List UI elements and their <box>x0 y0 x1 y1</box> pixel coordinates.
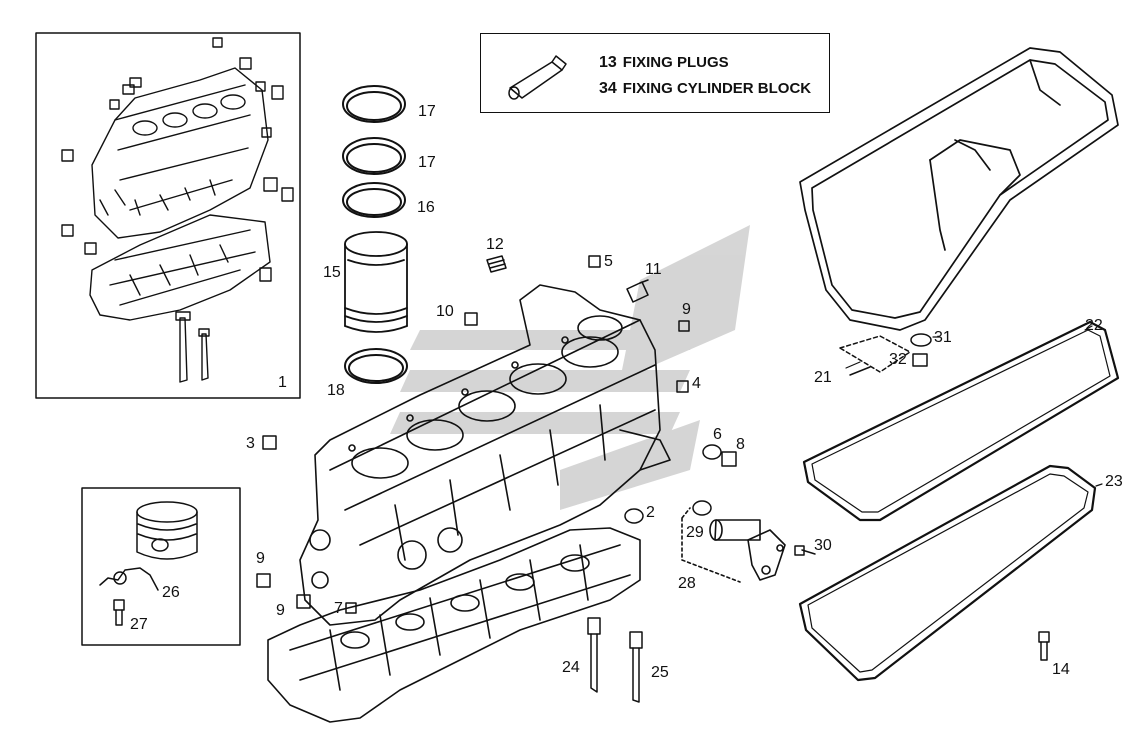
plug-11 <box>626 279 649 303</box>
gasket-23 <box>798 464 1097 682</box>
ring-17-top <box>342 85 406 123</box>
ring-18 <box>344 348 408 384</box>
plug-8 <box>721 451 737 467</box>
callout-17-bottom: 17 <box>418 154 436 171</box>
callout-7: 7 <box>334 600 343 617</box>
pipe-28 <box>681 507 786 583</box>
bolt-24 <box>587 617 601 693</box>
callout-22: 22 <box>1085 317 1103 334</box>
kit-engine-lower-icon <box>89 214 271 321</box>
legend-plug-icon <box>508 55 567 100</box>
callout-1: 1 <box>278 374 287 391</box>
callout-6: 6 <box>713 426 722 443</box>
callout-26: 26 <box>162 584 180 601</box>
cylinder-block <box>299 284 671 626</box>
bolt-14 <box>1038 631 1050 661</box>
callout-24: 24 <box>562 659 580 676</box>
callout-30: 30 <box>814 537 832 554</box>
callout-9-left: 9 <box>256 550 265 567</box>
callout-31: 31 <box>934 329 952 346</box>
bolt-30 <box>794 545 816 556</box>
callout-29: 29 <box>686 524 704 541</box>
legend-row-fixing-cylinder-block: 34 FIXING CYLINDER BLOCK <box>599 80 811 98</box>
plug-5 <box>588 255 601 268</box>
legend-number: 34 <box>599 80 617 97</box>
plug-10 <box>464 312 478 326</box>
callout-27: 27 <box>130 616 148 633</box>
kit-box <box>35 32 301 399</box>
kit-bolts-icon <box>175 311 210 383</box>
kit-engine-upper-icon <box>91 67 269 239</box>
piston-cooling-nozzle <box>99 567 159 591</box>
callout-14: 14 <box>1052 661 1070 678</box>
callout-16: 16 <box>417 199 435 216</box>
callout-28: 28 <box>678 575 696 592</box>
seal-29 <box>692 500 712 516</box>
seal-2 <box>624 508 644 524</box>
plug-3 <box>262 435 277 450</box>
plug-7 <box>345 602 357 614</box>
piston-26 <box>136 501 198 560</box>
callout-9-right: 9 <box>682 301 691 318</box>
plug-12 <box>486 255 507 273</box>
plug-9-left <box>256 573 271 588</box>
legend-row-fixing-plugs: 13 FIXING PLUGS <box>599 54 729 72</box>
callout-12: 12 <box>486 236 504 253</box>
drain-plug-assembly <box>839 333 932 376</box>
cylinder-liner-15 <box>344 231 408 333</box>
plug-4 <box>676 380 689 393</box>
callout-9-lower: 9 <box>276 602 285 619</box>
plug-9-lower <box>296 594 311 609</box>
callout-11: 11 <box>645 261 662 278</box>
gasket-22 <box>802 320 1120 522</box>
callout-2: 2 <box>646 504 655 521</box>
lower-crankcase <box>267 527 641 723</box>
callout-21: 21 <box>814 369 832 386</box>
bolt-25 <box>629 631 643 703</box>
callout-18: 18 <box>327 382 345 399</box>
watermark-logo <box>390 225 750 510</box>
plug-9-right <box>678 320 690 332</box>
oil-pan <box>799 47 1119 331</box>
callout-15: 15 <box>323 264 341 281</box>
callout-25: 25 <box>651 664 669 681</box>
legend-text: FIXING PLUGS <box>622 54 729 71</box>
callout-3: 3 <box>246 435 255 452</box>
callout-17-top: 17 <box>418 103 436 120</box>
seal-6 <box>702 444 722 460</box>
callout-23: 23 <box>1105 473 1123 490</box>
leader-lines <box>845 325 1103 487</box>
ring-17-bottom <box>342 137 406 175</box>
callout-5: 5 <box>604 253 613 270</box>
bolt-27 <box>113 599 125 626</box>
legend-number: 13 <box>599 54 617 71</box>
callout-4: 4 <box>692 375 701 392</box>
legend-box: 13 FIXING PLUGS 34 FIXING CYLINDER BLOCK <box>480 33 830 113</box>
legend-text: FIXING CYLINDER BLOCK <box>622 80 812 97</box>
piston-box <box>81 487 241 646</box>
callout-10: 10 <box>436 303 454 320</box>
callout-32: 32 <box>889 351 907 368</box>
kit-plugs-icon <box>61 37 294 282</box>
callout-8: 8 <box>736 436 745 453</box>
ring-16 <box>342 182 406 218</box>
